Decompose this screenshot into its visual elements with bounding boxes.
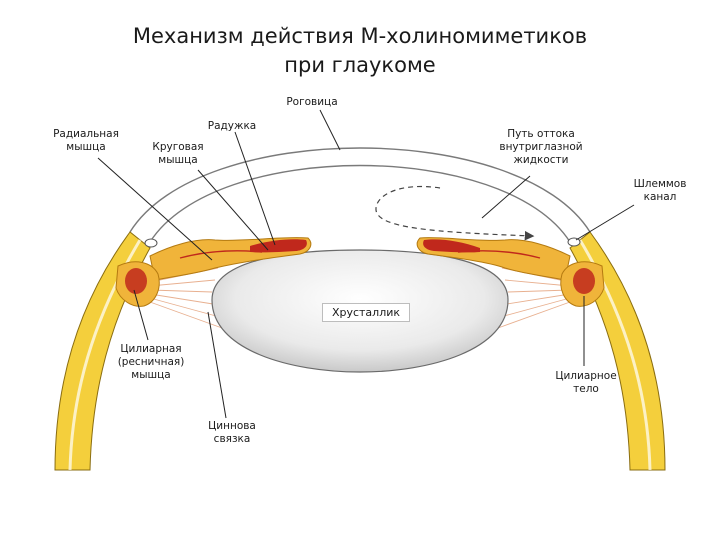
leader-iris [234,131,276,246]
circular-muscle-right [423,239,480,253]
label-ciliary-body: Цилиарное тело [555,370,617,395]
label-circular-muscle: Круговая мышца [152,141,204,166]
label-iris: Радужка [207,120,257,132]
leader-schlemm [575,204,635,241]
ciliary-muscle-right [573,268,595,294]
leader-circular [197,169,269,251]
cornea-outer [129,147,591,233]
leader-zonule [207,311,227,419]
leader-cornea [319,109,341,151]
label-cornea: Роговица [286,96,338,108]
leader-ciliary-muscle [133,289,149,341]
schlemm-canal-right [567,237,581,247]
diagram-title: Механизм действия М-холиномиметиков при … [0,22,720,80]
zonule-fibers [149,267,571,329]
title-line-1: Механизм действия М-холиномиметиков [132,24,588,48]
ciliary-muscle-left [125,268,147,294]
label-radial-muscle: Радиальная мышца [53,128,119,153]
title-line-2: при глаукоме [284,53,436,77]
circular-muscle-left [250,239,307,253]
label-schlemm-canal: Шлеммов канал [633,178,687,203]
label-outflow-path: Путь оттока внутриглазной жидкости [499,128,583,166]
schlemm-canal-left [144,238,158,248]
outflow-path-arrow [375,185,535,241]
label-ciliary-muscle: Цилиарная (ресничная) мышца [117,343,185,381]
cornea-inner [149,164,571,243]
leader-radial [97,157,213,261]
label-zonule: Циннова связка [208,420,256,445]
leader-outflow [481,175,531,219]
label-lens: Хрусталлик [322,303,410,322]
